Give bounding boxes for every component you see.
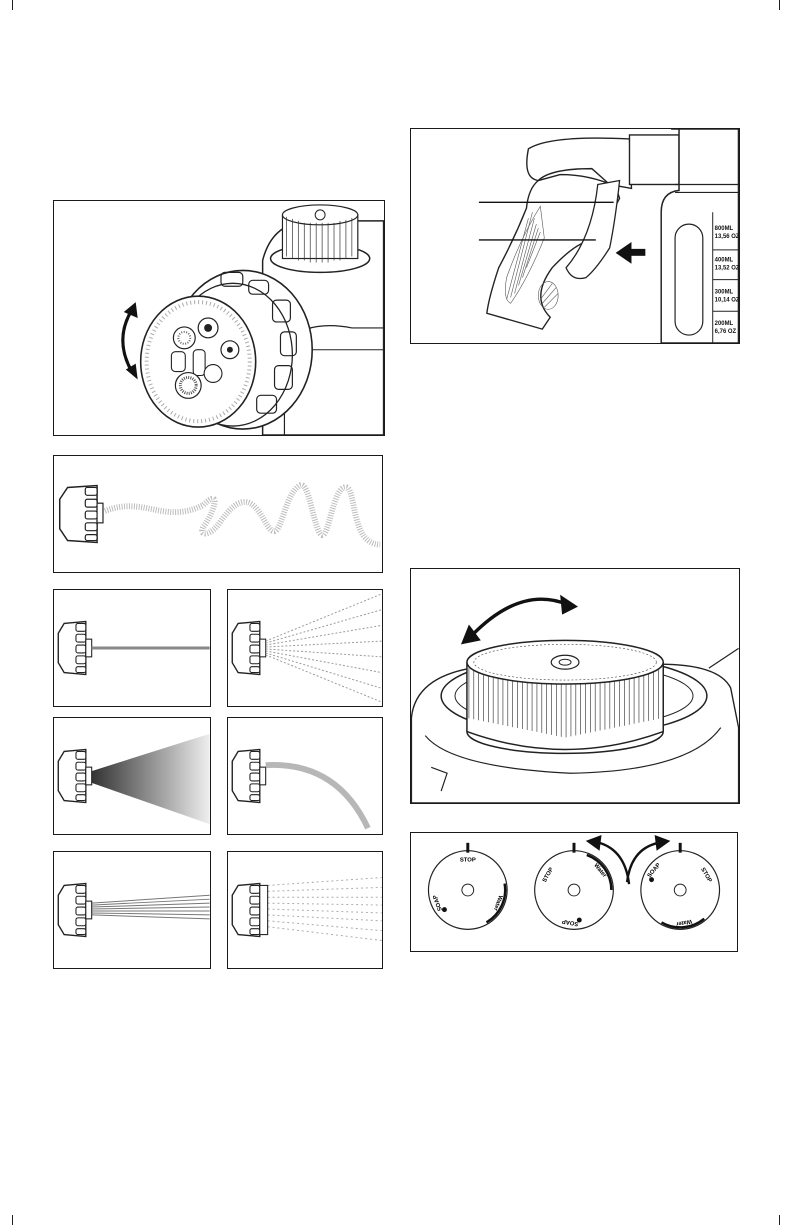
nozzle-tip-icon (58, 621, 91, 674)
nozzle-head-figure (53, 200, 385, 436)
svg-text:10,14 OZ: 10,14 OZ (715, 297, 739, 303)
svg-text:13,56 OZ: 13,56 OZ (715, 234, 739, 240)
volume-mark-2: 400ML (715, 258, 734, 264)
svg-text:13,52 OZ: 13,52 OZ (715, 266, 739, 272)
spray-pattern-shower (227, 589, 383, 707)
nozzle-head-illustration (54, 201, 384, 435)
rotate-arrow-icon (123, 302, 138, 379)
nozzle-tip-icon (60, 485, 103, 542)
spray-pattern-soaker (227, 717, 383, 835)
volume-mark-1: 800ML (715, 226, 734, 232)
nozzle-tip-icon (232, 749, 265, 802)
dial-rotate-arrow-icon (461, 595, 578, 645)
dial-label-stop: STOP (460, 858, 476, 864)
push-arrow-icon (616, 242, 646, 264)
nozzle-tip-icon (232, 883, 267, 936)
spray-pattern-flat (53, 851, 211, 969)
nozzle-tip-icon (58, 749, 91, 802)
crop-mark-top-right (779, 0, 780, 10)
nozzle-tip-icon (58, 883, 91, 936)
trigger-figure: 800ML 13,56 OZ 400ML 13,52 OZ 300ML 10,1… (410, 128, 740, 344)
volume-mark-4: 200ML (715, 321, 734, 327)
volume-mark-3: 300ML (715, 289, 734, 295)
spray-pattern-twist (53, 455, 383, 573)
spray-pattern-jet (53, 589, 211, 707)
cap-rotation-figure (410, 568, 740, 804)
crop-mark-top-left (12, 0, 13, 10)
spray-pattern-cone (53, 717, 211, 835)
spray-pattern-mist (227, 851, 383, 969)
crop-mark-bottom-left (12, 1215, 13, 1225)
nozzle-tip-icon (232, 621, 265, 674)
svg-text:6,76 OZ: 6,76 OZ (715, 329, 737, 335)
crop-mark-bottom-right (779, 1215, 780, 1225)
